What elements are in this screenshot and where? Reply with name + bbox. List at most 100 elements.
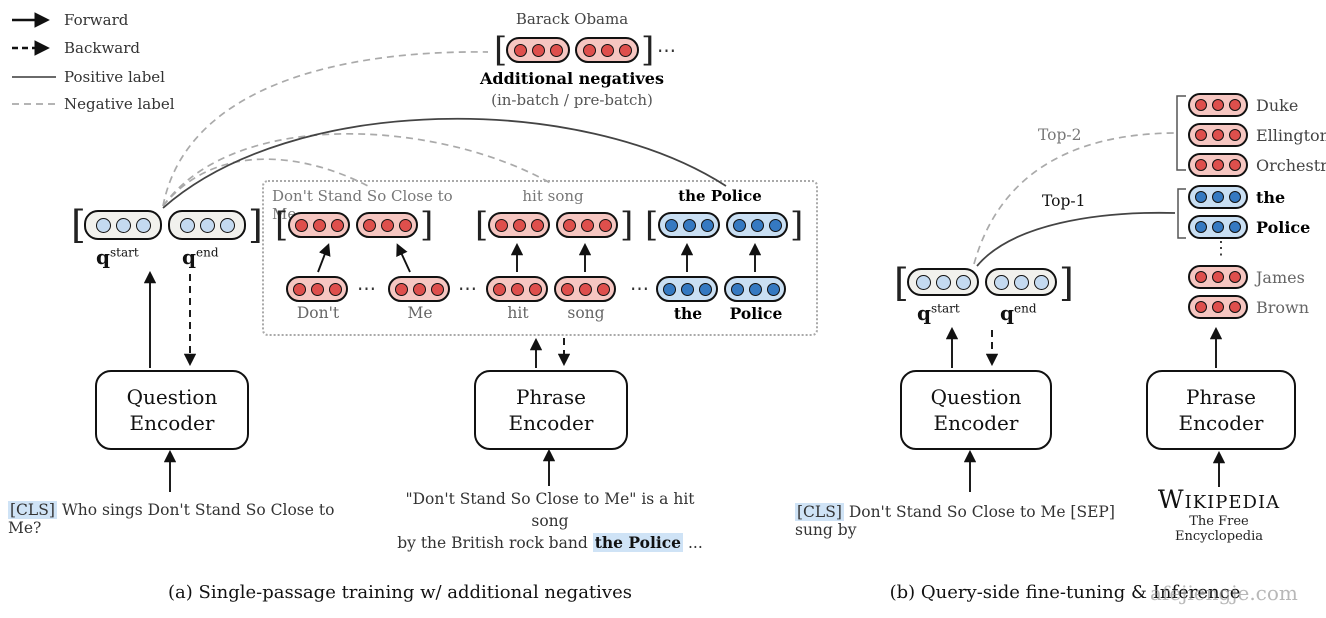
embedding-dot <box>328 282 342 296</box>
embedding-dot <box>680 282 694 296</box>
additional-negatives-sublabel: (in-batch / pre-batch) <box>491 91 653 109</box>
embedding-dot <box>1212 129 1224 141</box>
legend-label-forward: Forward <box>64 11 129 29</box>
embedding-dot <box>1212 191 1224 203</box>
result-pill-ellington <box>1188 123 1248 147</box>
bracket-open: [ <box>475 205 489 245</box>
bracket-close: ] <box>1059 261 1074 305</box>
embedding-dot <box>1229 159 1241 171</box>
qend-label: qend <box>182 245 219 269</box>
embedding-dot <box>1212 99 1224 111</box>
embedding-dot <box>1195 301 1207 313</box>
top1-label: Top-1 <box>1042 192 1086 210</box>
results-vertical-ellipsis: ⋮ <box>1212 238 1230 259</box>
group-separator-ellipsis: ⋯ <box>630 278 649 300</box>
negative-curve-to-additional-negatives <box>162 51 489 207</box>
embedding-dot <box>115 217 131 233</box>
phrase-encoder-b-line2: Encoder <box>1178 411 1264 435</box>
passage-line2-post: ... <box>687 534 703 552</box>
token-pill-me <box>388 276 450 302</box>
embedding-dot <box>430 282 444 296</box>
legend-label-positive: Positive label <box>64 68 165 86</box>
embedding-dot <box>732 218 746 232</box>
question-encoder-a-line2: Encoder <box>129 411 215 435</box>
top2-bracket <box>1176 95 1186 171</box>
embedding-dot <box>510 282 524 296</box>
embedding-dot <box>698 282 712 296</box>
question-text-a: Who sings Don't Stand So Close to Me? <box>8 501 335 537</box>
passage-line1: "Don't Stand So Close to Me" is a hit so… <box>405 490 695 530</box>
bracket-close: ] <box>620 205 634 245</box>
cls-token: [CLS] <box>8 501 57 519</box>
embedding-dot <box>512 218 526 232</box>
embedding-dot <box>1229 191 1241 203</box>
embedding-dot <box>135 217 151 233</box>
token-pill-hit <box>486 276 548 302</box>
token-label-dont: Don't <box>296 304 340 322</box>
watermark: afejiengje.com <box>1150 581 1298 605</box>
caption-b: (b) Query-side fine-tuning & Inference <box>889 582 1241 603</box>
embedding-dot <box>1229 129 1241 141</box>
bracket-close: ] <box>641 30 655 70</box>
additional-negative-pill-1 <box>506 37 570 63</box>
bracket-open: [ <box>275 205 289 245</box>
token-pill-police <box>724 276 786 302</box>
result-pill-james <box>1188 265 1248 289</box>
token-label-song: song <box>567 304 605 322</box>
embedding-dot <box>1212 159 1224 171</box>
phrase-encoder-b: Phrase Encoder <box>1146 370 1296 450</box>
embedding-dot <box>1033 274 1049 290</box>
phrase-group1-title: Don't Stand So Close to Me <box>272 187 453 223</box>
embedding-dot <box>1195 159 1207 171</box>
result-label-police: Police <box>1256 218 1311 237</box>
qstart-label-b: qstart <box>917 301 960 325</box>
legend-label-negative: Negative label <box>64 95 175 113</box>
qend-embedding-pill <box>168 210 246 240</box>
embedding-dot <box>578 282 592 296</box>
embedding-dot <box>179 217 195 233</box>
embedding-dot <box>935 274 951 290</box>
embedding-dot <box>580 218 594 232</box>
passage-input-a: "Don't Stand So Close to Me" is a hit so… <box>389 488 711 554</box>
result-label-orchestra: Orchestra <box>1256 156 1326 175</box>
embedding-dot <box>1195 271 1207 283</box>
embedding-dot <box>294 218 308 232</box>
question-encoder-b-line2: Encoder <box>933 411 1019 435</box>
phrase-end-pill-g3 <box>726 212 788 238</box>
embedding-dot <box>1229 301 1241 313</box>
bracket-close: ] <box>790 205 804 245</box>
embedding-dot <box>1212 221 1224 233</box>
token-label-police: Police <box>729 304 783 323</box>
embedding-dot <box>766 282 780 296</box>
token-arrow-dont <box>317 243 331 273</box>
embedding-dot <box>596 282 610 296</box>
wikipedia-logo: Wikipedia The Free Encyclopedia <box>1146 487 1292 544</box>
embedding-dot <box>492 282 506 296</box>
embedding-dot <box>1229 271 1241 283</box>
embedding-dot <box>398 218 412 232</box>
embedding-dot <box>600 43 614 57</box>
embedding-dot <box>700 218 714 232</box>
embedding-dot <box>530 218 544 232</box>
embedding-dot <box>1195 221 1207 233</box>
question-encoder-b: Question Encoder <box>900 370 1052 450</box>
top1-bracket <box>1177 188 1186 239</box>
result-pill-brown <box>1188 295 1248 319</box>
wikipedia-subtitle: The Free Encyclopedia <box>1175 514 1263 544</box>
token-ellipsis: ⋯ <box>357 278 376 300</box>
token-pill-song <box>554 276 616 302</box>
result-pill-orchestra <box>1188 153 1248 177</box>
embedding-dot <box>292 282 306 296</box>
phrase-encoder-a-line1: Phrase <box>516 385 586 409</box>
result-pill-the <box>1188 185 1248 209</box>
qend-label-b: qend <box>1000 301 1037 325</box>
embedding-dot <box>915 274 931 290</box>
embedding-dot <box>682 218 696 232</box>
phrase-start-pill-g2 <box>488 212 550 238</box>
embedding-dot <box>310 282 324 296</box>
negative-curve-to-hitsong <box>162 133 553 207</box>
bracket-close: ] <box>420 205 434 245</box>
result-label-the: the <box>1256 188 1286 207</box>
embedding-dot <box>219 217 235 233</box>
top2-dashed-curve <box>973 132 1175 265</box>
